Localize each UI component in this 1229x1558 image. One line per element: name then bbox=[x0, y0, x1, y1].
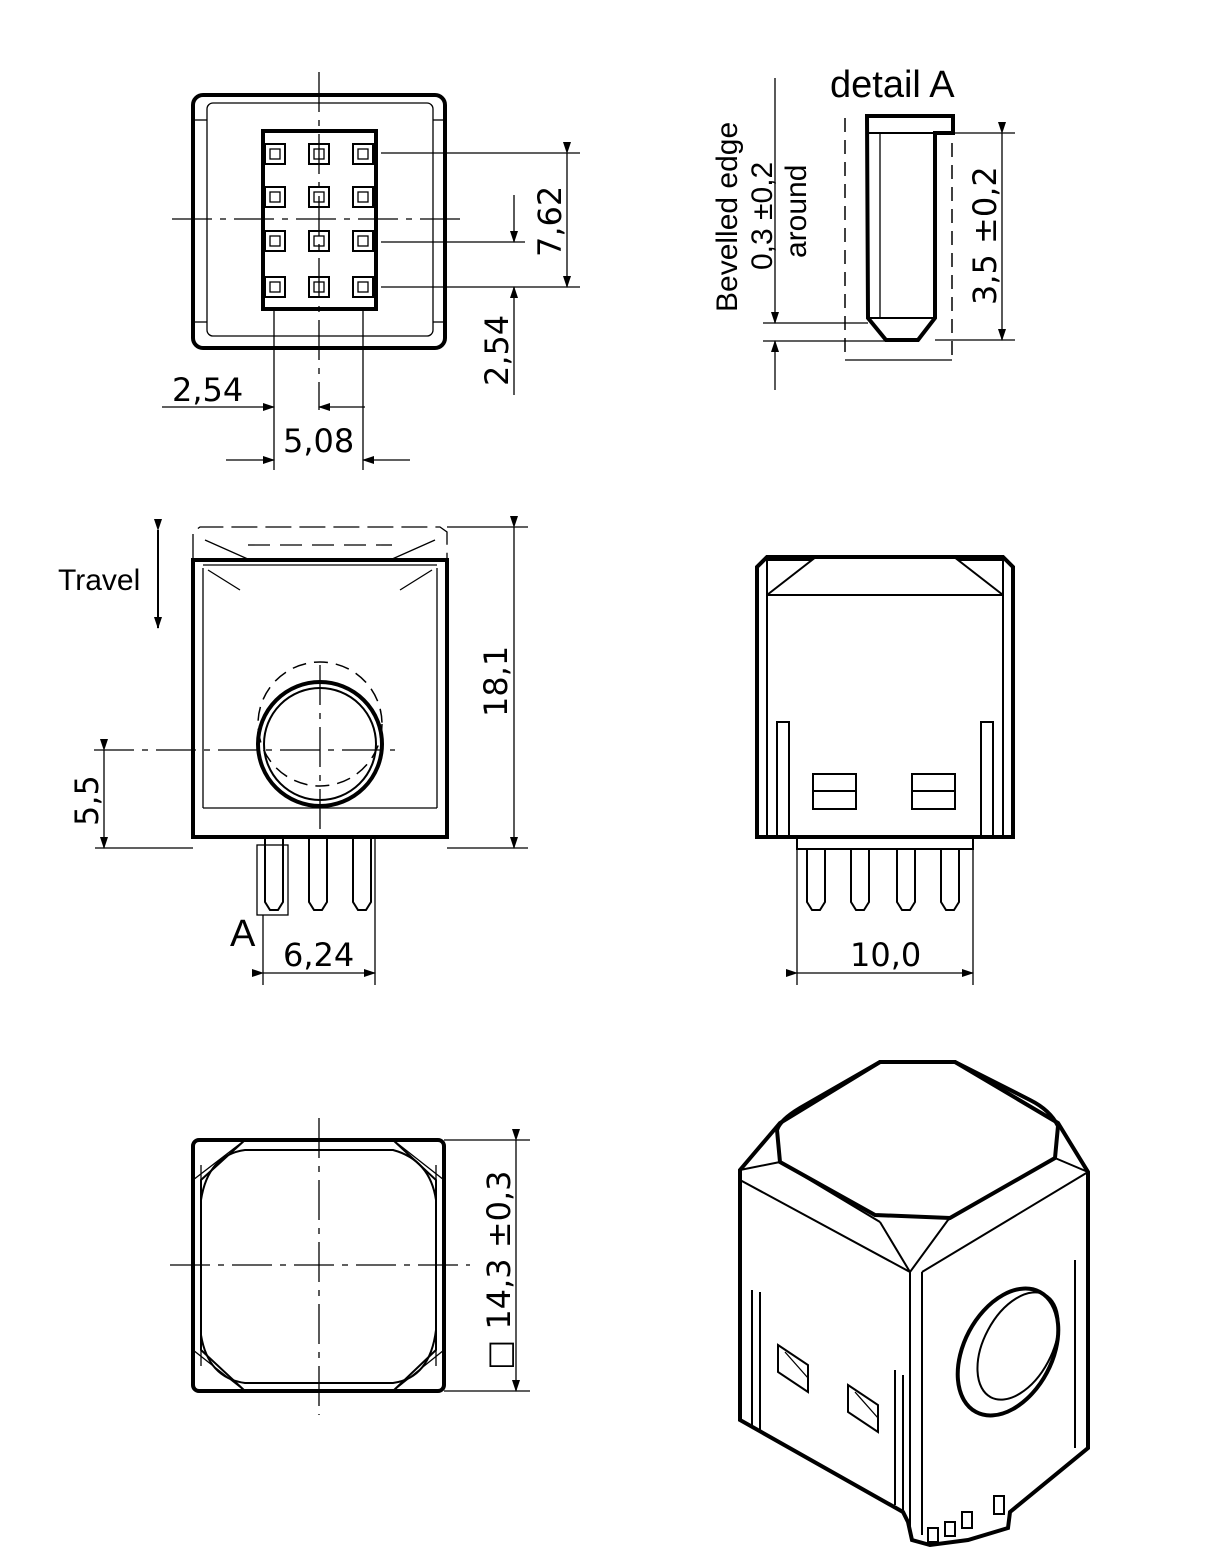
dim-front-pin-span: 6,24 bbox=[283, 936, 354, 974]
side-view: 10,0 bbox=[755, 555, 1015, 985]
front-view: Travel A 18,1 5,5 6,24 bbox=[58, 516, 528, 985]
detail-a-title: detail A bbox=[830, 64, 955, 106]
side-pins bbox=[806, 849, 960, 911]
isometric-view bbox=[738, 1060, 1090, 1548]
top-view: 2,54 5,08 2,54 7,62 bbox=[162, 72, 580, 470]
dim-pitch-vertical: 2,54 bbox=[478, 315, 516, 386]
pin-pad-grid bbox=[264, 143, 374, 298]
travel-label: Travel bbox=[58, 564, 140, 597]
dim-pin-length: 3,5 ±0,2 bbox=[966, 166, 1004, 305]
detail-a-marker: A bbox=[230, 913, 256, 955]
dim-total-height: 18,1 bbox=[477, 646, 515, 717]
dim-bottom-square: □ 14,3 ±0,3 bbox=[480, 1170, 518, 1370]
dim-side-width: 10,0 bbox=[850, 936, 921, 974]
dim-pitch-horizontal: 2,54 bbox=[172, 371, 243, 409]
detail-a-frame bbox=[256, 844, 289, 916]
bottom-view: □ 14,3 ±0,3 bbox=[170, 1118, 530, 1415]
bevel-label-line3: around bbox=[780, 165, 813, 258]
front-pins bbox=[264, 838, 372, 911]
isometric-pins bbox=[927, 1495, 1005, 1543]
bevel-label-line2: 0,3 ±0,2 bbox=[746, 162, 779, 270]
dim-knob-center-height: 5,5 bbox=[68, 775, 106, 826]
dim-span-vertical: 7,62 bbox=[531, 186, 569, 257]
dim-span-horizontal: 5,08 bbox=[283, 422, 354, 460]
detail-a-view: detail A Bevelled edge 0,3 ±0,2 around 3… bbox=[711, 64, 1015, 390]
bevel-label-line1: Bevelled edge bbox=[711, 122, 744, 312]
